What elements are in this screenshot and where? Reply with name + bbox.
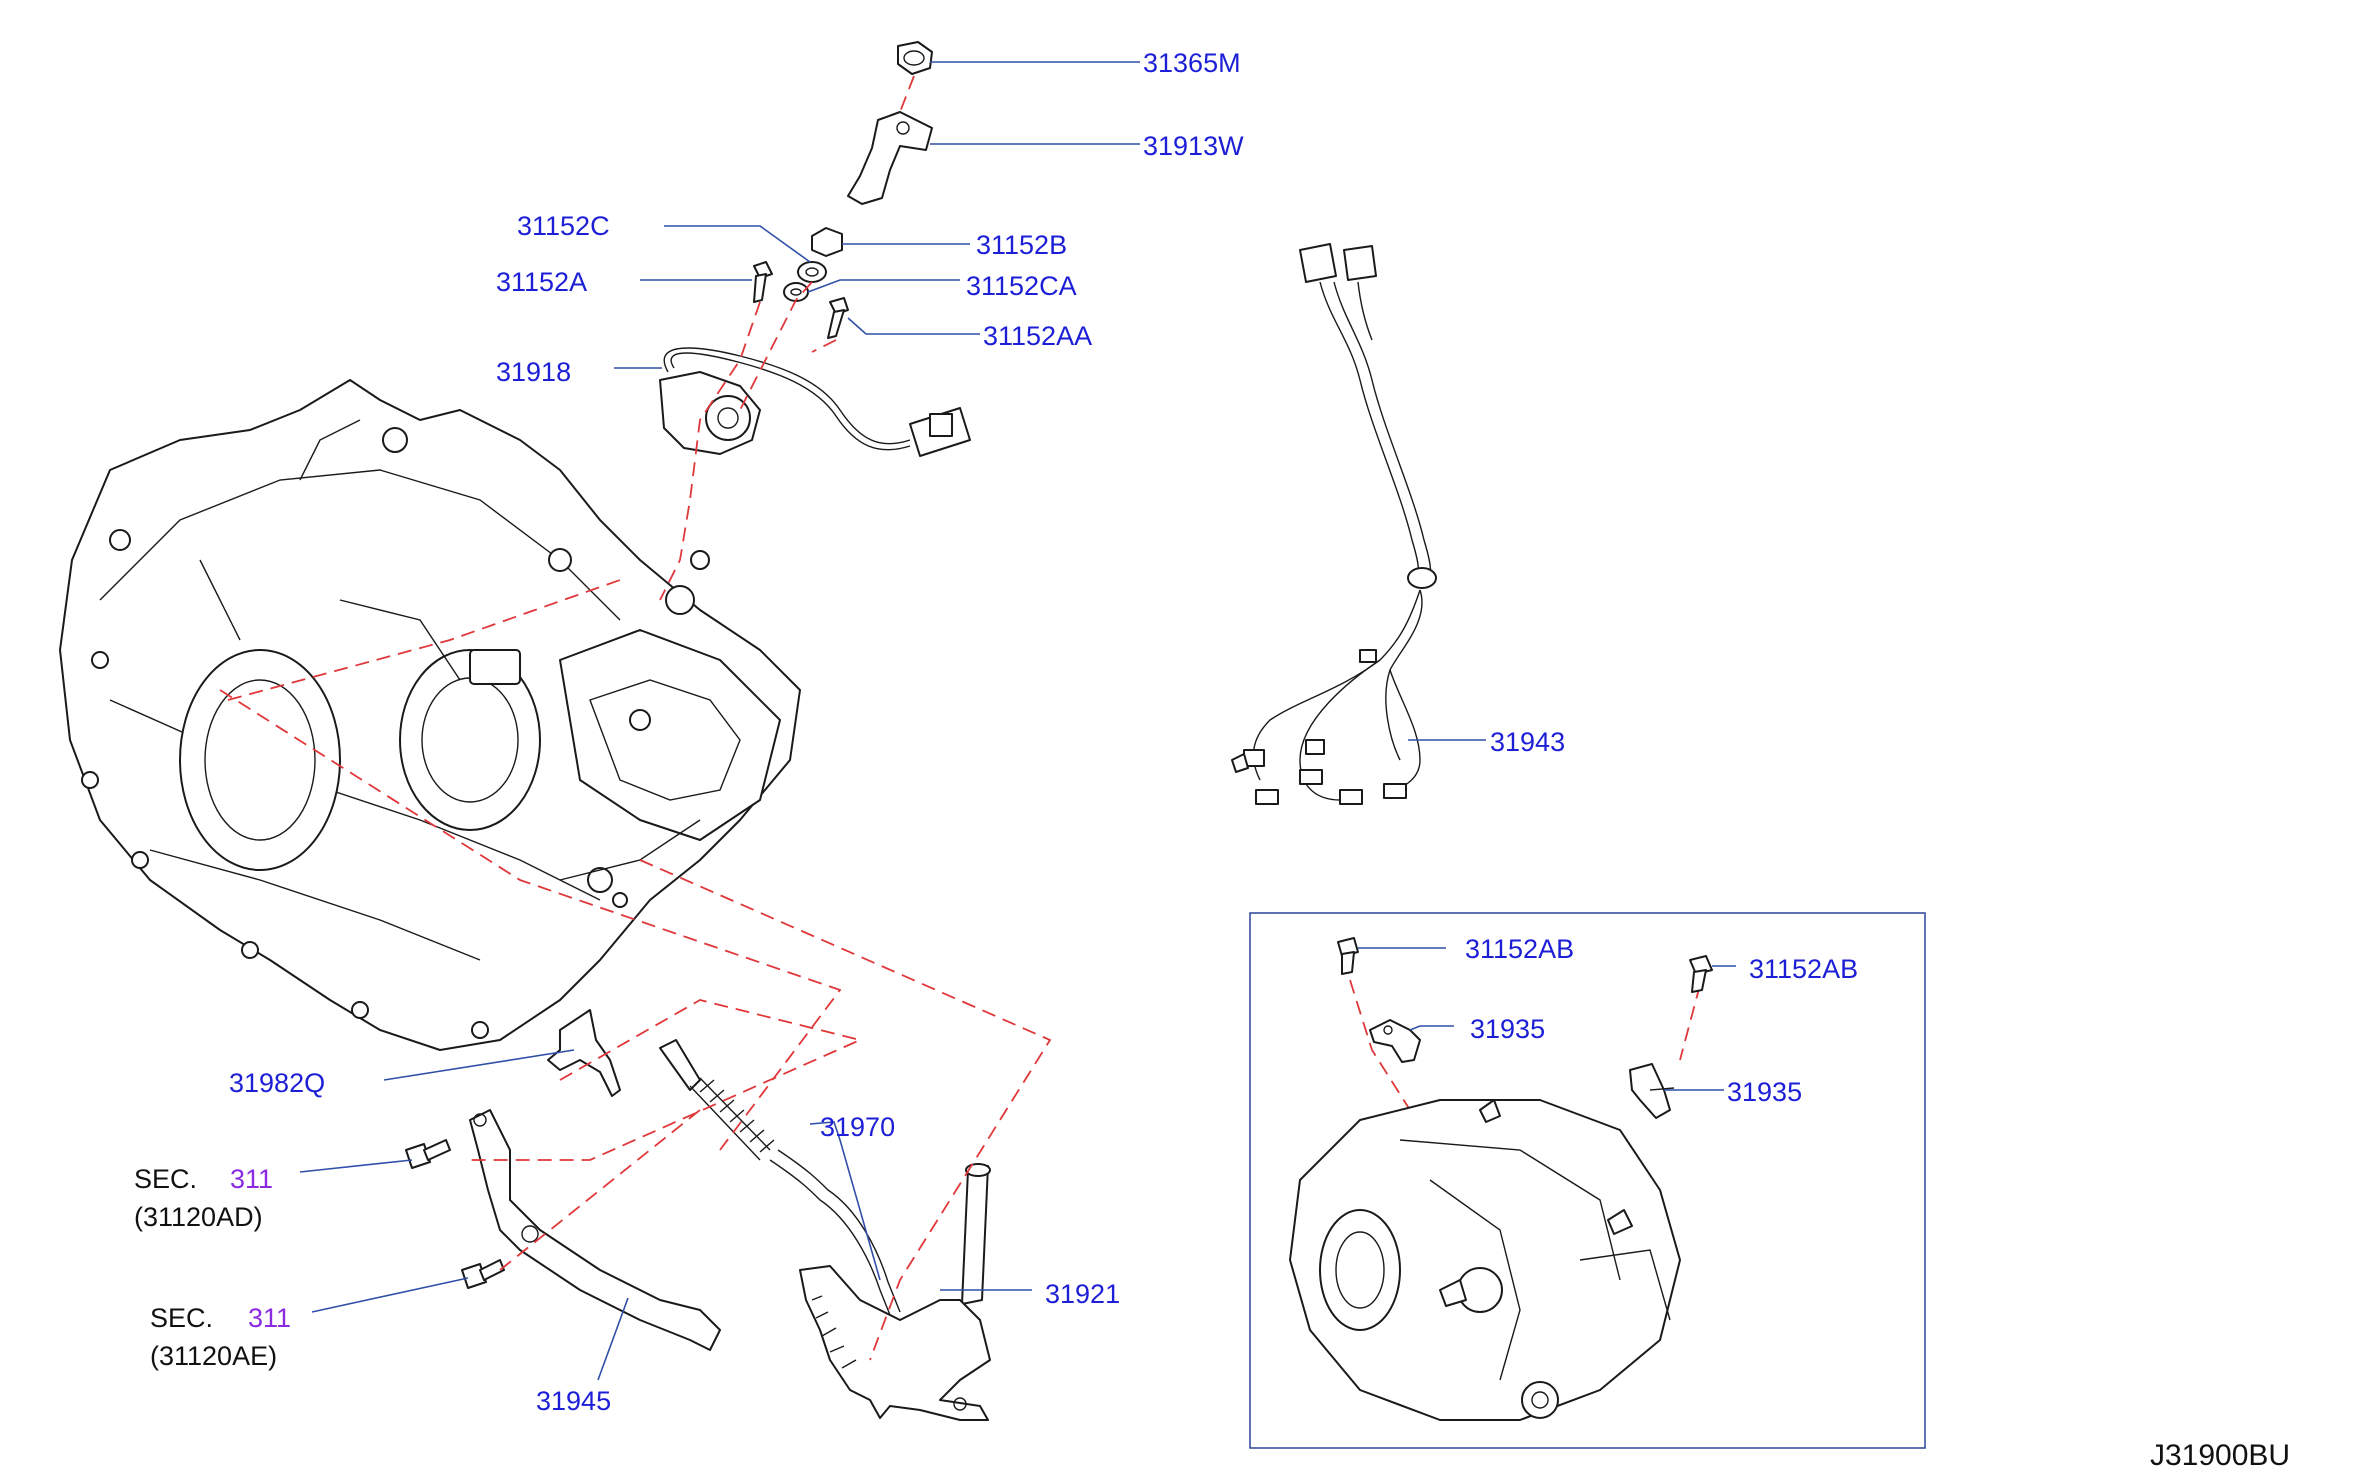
- bolt-31120AD-drawing: [405, 1139, 451, 1169]
- callout-31982Q: 31982Q: [229, 1068, 325, 1098]
- washer-31152C-drawing: [797, 261, 827, 283]
- callout-31913W: 31913W: [1143, 131, 1244, 161]
- transaxle-small-drawing: [1289, 1099, 1681, 1421]
- nut-31152B-drawing: [811, 227, 843, 257]
- section-number: 311: [230, 1164, 273, 1194]
- section-reference-1: SEC. 311 (31120AD): [134, 1164, 273, 1232]
- callout-31152B: 31152B: [976, 230, 1067, 260]
- callout-31935-1: 31935: [1470, 1014, 1545, 1044]
- callout-31943: 31943: [1490, 727, 1565, 757]
- callout-labels: 31365M 31913W 31152C 31152B 31152A 31152…: [229, 48, 1858, 1416]
- callout-31945: 31945: [536, 1386, 611, 1416]
- lever-31945-drawing: [469, 1109, 721, 1351]
- washer-31152CA-drawing: [783, 282, 809, 302]
- shift-rod-31970-drawing: [659, 1039, 901, 1321]
- callout-31970: 31970: [820, 1112, 895, 1142]
- wire-harness-31943-drawing: [1231, 243, 1437, 805]
- bolt-31152A-drawing: [753, 261, 773, 303]
- bolt-31152AA-drawing: [827, 297, 849, 339]
- bracket-31913W-drawing: [847, 111, 933, 205]
- bolt-31120AE-drawing: [461, 1259, 505, 1289]
- section-reference-2: SEC. 311 (31120AE): [150, 1303, 291, 1371]
- bolt-31152AB-b-drawing: [1689, 955, 1713, 993]
- callout-31152AB-2: 31152AB: [1749, 954, 1858, 984]
- transmission-case-drawing: [59, 379, 801, 1051]
- section-prefix: SEC.: [150, 1303, 213, 1333]
- section-part-number: (31120AE): [150, 1341, 277, 1371]
- callout-31365M: 31365M: [1143, 48, 1241, 78]
- callout-31918: 31918: [496, 357, 571, 387]
- assembly-lines: [219, 75, 1701, 1361]
- callout-31935-2: 31935: [1727, 1077, 1802, 1107]
- speed-sensor-inset: [1249, 912, 1926, 1449]
- manual-shaft-31921-drawing: [799, 1163, 991, 1421]
- nut-31365M-drawing: [897, 41, 933, 75]
- leader-lines: [299, 61, 1736, 1381]
- callout-31152C: 31152C: [517, 211, 610, 241]
- callout-31152AA: 31152AA: [983, 321, 1092, 351]
- inhibitor-switch-31918-drawing: [659, 347, 971, 457]
- bolt-31152AB-a-drawing: [1337, 937, 1359, 975]
- callout-31152A: 31152A: [496, 267, 587, 297]
- diagram-code: J31900BU: [2150, 1439, 2290, 1472]
- callout-31152AB-1: 31152AB: [1465, 934, 1574, 964]
- callout-31921: 31921: [1045, 1279, 1120, 1309]
- speed-sensor-31935-a-drawing: [1369, 1019, 1421, 1063]
- section-part-number: (31120AD): [134, 1202, 263, 1232]
- section-prefix: SEC.: [134, 1164, 197, 1194]
- section-number: 311: [248, 1303, 291, 1333]
- callout-31152CA: 31152CA: [966, 271, 1077, 301]
- bracket-31982Q-drawing: [547, 1009, 621, 1097]
- speed-sensor-31935-b-drawing: [1629, 1063, 1675, 1119]
